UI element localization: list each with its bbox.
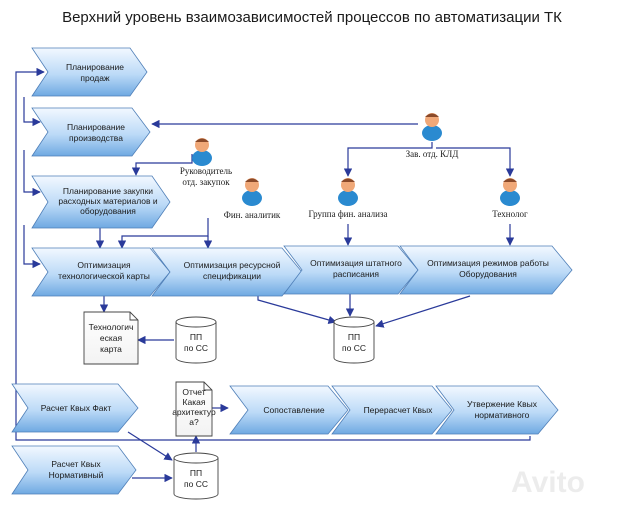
process-label: Сопоставление [263, 405, 324, 415]
person-icon-technologist [500, 178, 520, 206]
feedback-edge [15, 67, 45, 380]
role-label-technologist: Технолог [492, 209, 528, 219]
person-icon-fin-analyst [242, 178, 262, 206]
role-label-head-kld: Зав. отд. КЛД [406, 149, 459, 159]
watermark-logo: Avito [511, 466, 585, 499]
edge-kld-to-fingroup [343, 142, 433, 177]
role-label-fin-group: Группа фин. анализа [308, 209, 387, 219]
person-icon-procurement-head [192, 138, 212, 166]
edge-equipment-to-db [375, 295, 471, 328]
edge-sales-to-production [23, 97, 41, 127]
edge-approval-feedback [15, 380, 531, 441]
process-recalc[interactable]: Перерасчет Квых [331, 385, 453, 435]
diagram-title: Верхний уровень взаимозависимостей проце… [62, 9, 562, 26]
role-label-fin-analyst: Фин. аналитик [224, 210, 281, 220]
edge-analyst-to-techmap [117, 218, 209, 249]
edge-production-to-procurement [23, 150, 41, 197]
edge-procurement-to-techmap [23, 225, 41, 269]
edge-head-to-procurement [131, 154, 193, 176]
process-label: Перерасчет Квых [364, 405, 434, 415]
person-icon-fin-group [338, 178, 358, 206]
process-comparison[interactable]: Сопоставление [229, 385, 349, 435]
edge-actual-to-db [127, 431, 173, 461]
process-actual-calc[interactable]: Расчет Квых Факт [11, 383, 139, 433]
edge-kld-to-technologist [436, 147, 515, 177]
person-icon-head-kld [422, 113, 442, 141]
process-label: Расчет Квых Факт [41, 403, 112, 413]
